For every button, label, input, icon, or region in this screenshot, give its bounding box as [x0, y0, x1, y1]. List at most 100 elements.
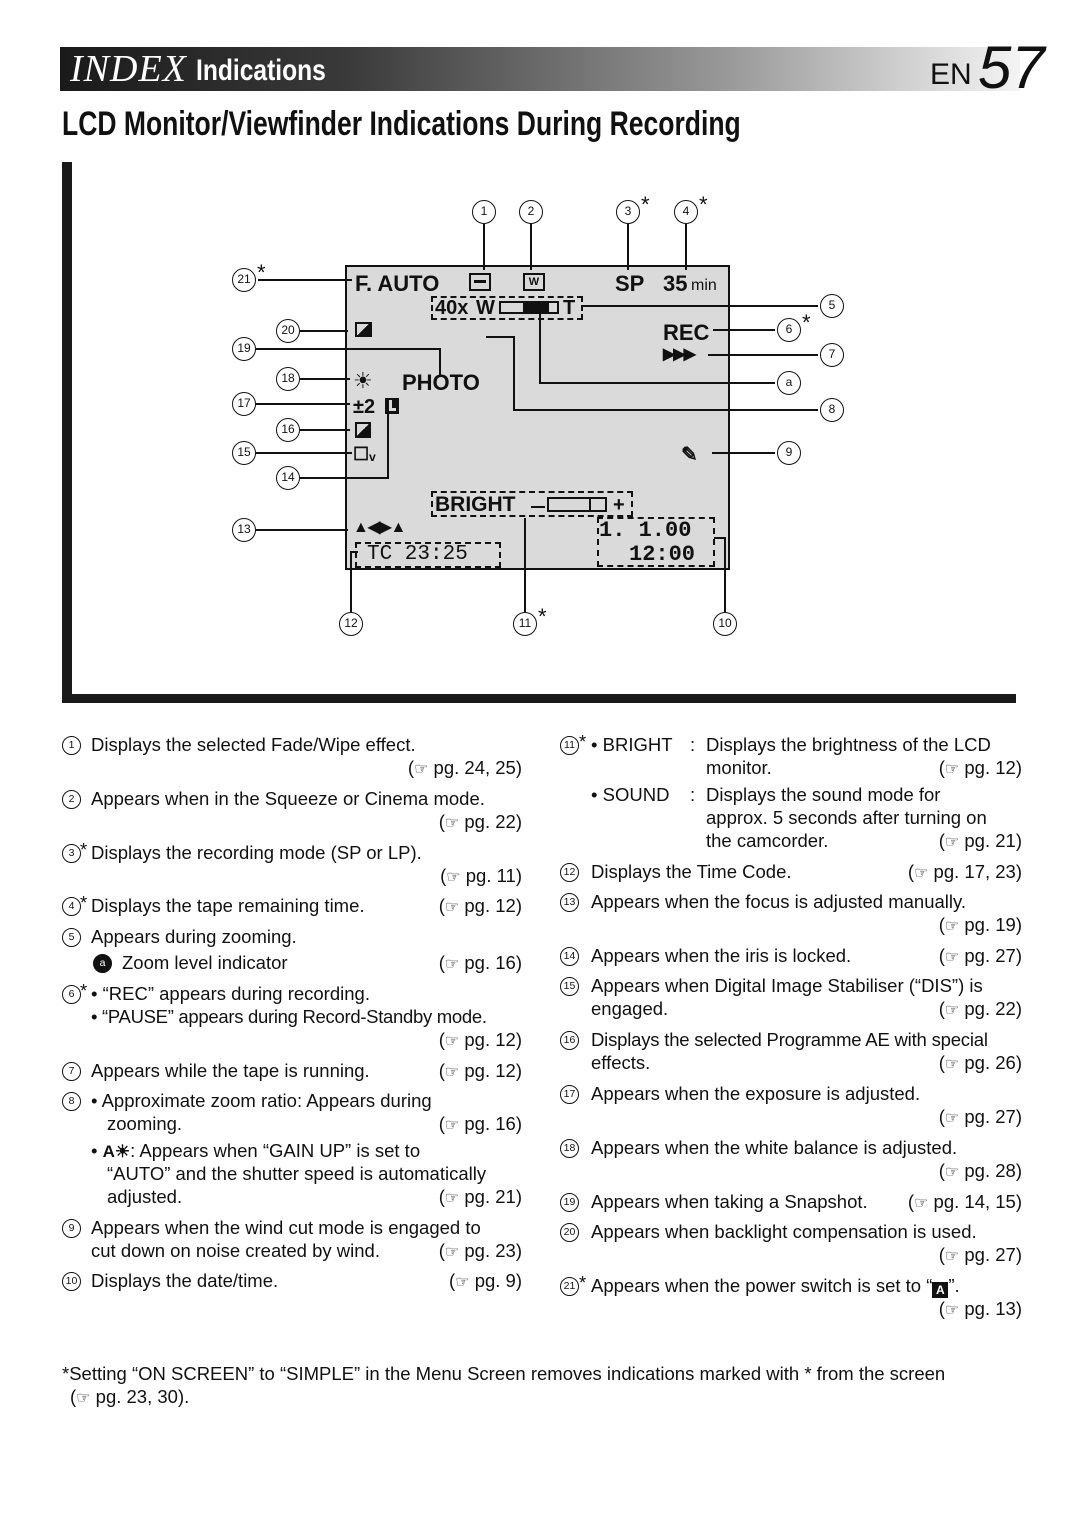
- item-4-asterisk: *: [80, 892, 88, 913]
- zoom-bar: [499, 301, 559, 314]
- tape-running-icon: ▶▶▶: [663, 346, 696, 363]
- item-11-colon-1: :: [690, 734, 696, 755]
- footnote-line-2: (☞ pg. 23, 30).: [70, 1386, 190, 1407]
- item-5-pg: (☞ pg. 16): [438, 952, 522, 973]
- lcd-zoom-ratio: 40x: [435, 297, 469, 319]
- iris-lock-icon: [385, 398, 399, 414]
- lcd-tape-mode: SP: [615, 271, 645, 296]
- item-16-text-2: effects.: [591, 1052, 651, 1073]
- item-num-9: 9: [62, 1219, 81, 1238]
- item-11-sound-desc-2: approx. 5 seconds after turning on: [706, 807, 987, 828]
- item-17-text: Appears when the exposure is adjusted.: [591, 1083, 921, 1104]
- callout-13: 13: [232, 518, 256, 542]
- asterisk-3: *: [641, 192, 650, 217]
- white-balance-icon: ☀: [353, 368, 373, 393]
- wind-cut-icon: ✎: [681, 444, 698, 466]
- callout-11: 11: [513, 612, 537, 636]
- item-num-a: a: [93, 954, 112, 973]
- footnote: *Setting “ON SCREEN” to “SIMPLE” in the …: [62, 1362, 945, 1410]
- item-1-pg: (☞ pg. 24, 25): [407, 757, 522, 778]
- item-num-2: 2: [62, 790, 81, 809]
- fade-wipe-icon: [469, 273, 491, 291]
- item-9-text-2: cut down on noise created by wind.: [91, 1240, 380, 1261]
- item-15-pg: (☞ pg. 22): [938, 998, 1022, 1019]
- lcd-date: 1. 1.00: [599, 518, 692, 543]
- item-num-21: 21: [560, 1277, 579, 1296]
- callout-4: 4: [674, 200, 698, 224]
- item-19-pg: (☞ pg. 14, 15): [907, 1191, 1022, 1212]
- callout-16: 16: [276, 418, 300, 442]
- item-num-20: 20: [560, 1223, 579, 1242]
- hand-icon: ☞: [444, 815, 460, 832]
- item-2-pg: (☞ pg. 22): [438, 811, 522, 832]
- section-title: LCD Monitor/Viewfinder Indications Durin…: [62, 105, 741, 143]
- item-4-pg: (☞ pg. 12): [438, 895, 522, 916]
- item-6-text-1: • “REC” appears during recording.: [91, 983, 370, 1004]
- item-10-pg: (☞ pg. 9): [449, 1270, 522, 1291]
- item-num-1: 1: [62, 736, 81, 755]
- item-18-text: Appears when the white balance is adjust…: [591, 1137, 958, 1158]
- item-8-text-1: • Approximate zoom ratio: Appears during: [91, 1090, 432, 1111]
- callout-14: 14: [276, 466, 300, 490]
- item-8-text-5: adjusted.: [107, 1186, 183, 1207]
- item-8-text-4: “AUTO” and the shutter speed is automati…: [107, 1163, 487, 1184]
- item-11-asterisk: *: [579, 731, 587, 752]
- callout-20: 20: [276, 319, 300, 343]
- callout-6: 6: [777, 318, 801, 342]
- item-21-asterisk: *: [579, 1272, 587, 1293]
- item-13-pg: (☞ pg. 19): [938, 914, 1022, 935]
- item-16-pg: (☞ pg. 26): [938, 1052, 1022, 1073]
- item-11-sound-label: • SOUND: [591, 784, 670, 805]
- programme-ae-icon: [355, 422, 371, 438]
- lcd-bright: BRIGHT: [435, 493, 516, 516]
- item-9-text-1: Appears when the wind cut mode is engage…: [91, 1217, 481, 1238]
- item-18-pg: (☞ pg. 28): [938, 1160, 1022, 1181]
- indications-word: Indications: [196, 54, 326, 87]
- callout-3: 3: [616, 200, 640, 224]
- item-num-5: 5: [62, 928, 81, 947]
- item-20-pg: (☞ pg. 27): [938, 1244, 1022, 1265]
- item-num-6: 6: [62, 985, 81, 1004]
- item-6-asterisk: *: [80, 980, 88, 1001]
- item-11-pg-2: (☞ pg. 21): [938, 830, 1022, 851]
- item-21-pg: (☞ pg. 13): [938, 1298, 1022, 1319]
- item-num-7: 7: [62, 1062, 81, 1081]
- auto-mode-icon: A: [932, 1282, 949, 1298]
- page-prefix: EN: [930, 58, 972, 91]
- item-num-14: 14: [560, 947, 579, 966]
- lcd-zoom-t: T: [563, 297, 576, 319]
- item-11-bright-label: • BRIGHT: [591, 734, 673, 755]
- callout-17: 17: [232, 392, 256, 416]
- lcd-rec: REC: [663, 320, 710, 345]
- backlight-icon: [355, 322, 372, 337]
- item-8-pg-2: (☞ pg. 21): [438, 1186, 522, 1207]
- bright-bar: [547, 497, 607, 512]
- index-word: INDEX: [70, 48, 187, 90]
- item-num-4: 4: [62, 897, 81, 916]
- item-7-pg: (☞ pg. 12): [438, 1060, 522, 1081]
- item-11-colon-2: :: [690, 784, 696, 805]
- lcd-time: 12:00: [629, 542, 696, 567]
- item-15-text-2: engaged.: [591, 998, 669, 1019]
- squeeze-icon: W: [523, 273, 545, 291]
- item-3-asterisk: *: [80, 839, 88, 860]
- asterisk-21: *: [257, 260, 266, 285]
- asterisk-6: *: [802, 310, 811, 335]
- item-3-pg: (☞ pg. 11): [440, 865, 522, 886]
- item-11-sound-desc-3: the camcorder.: [706, 830, 829, 851]
- item-num-11: 11: [560, 736, 579, 755]
- callout-19: 19: [232, 337, 256, 361]
- item-13-text: Appears when the focus is adjusted manua…: [591, 891, 967, 912]
- callout-9: 9: [777, 441, 801, 465]
- item-11-sound-desc-1: Displays the sound mode for: [706, 784, 941, 805]
- item-num-10: 10: [62, 1272, 81, 1291]
- item-num-12: 12: [560, 863, 579, 882]
- callout-7: 7: [820, 343, 844, 367]
- lcd-zoom-w: W: [476, 297, 495, 319]
- callout-1: 1: [472, 200, 496, 224]
- item-19-text: Appears when taking a Snapshot.: [591, 1191, 868, 1212]
- item-num-13: 13: [560, 893, 579, 912]
- header-band: [60, 47, 1020, 91]
- item-11-pg-1: (☞ pg. 12): [938, 757, 1022, 778]
- item-num-16: 16: [560, 1031, 579, 1050]
